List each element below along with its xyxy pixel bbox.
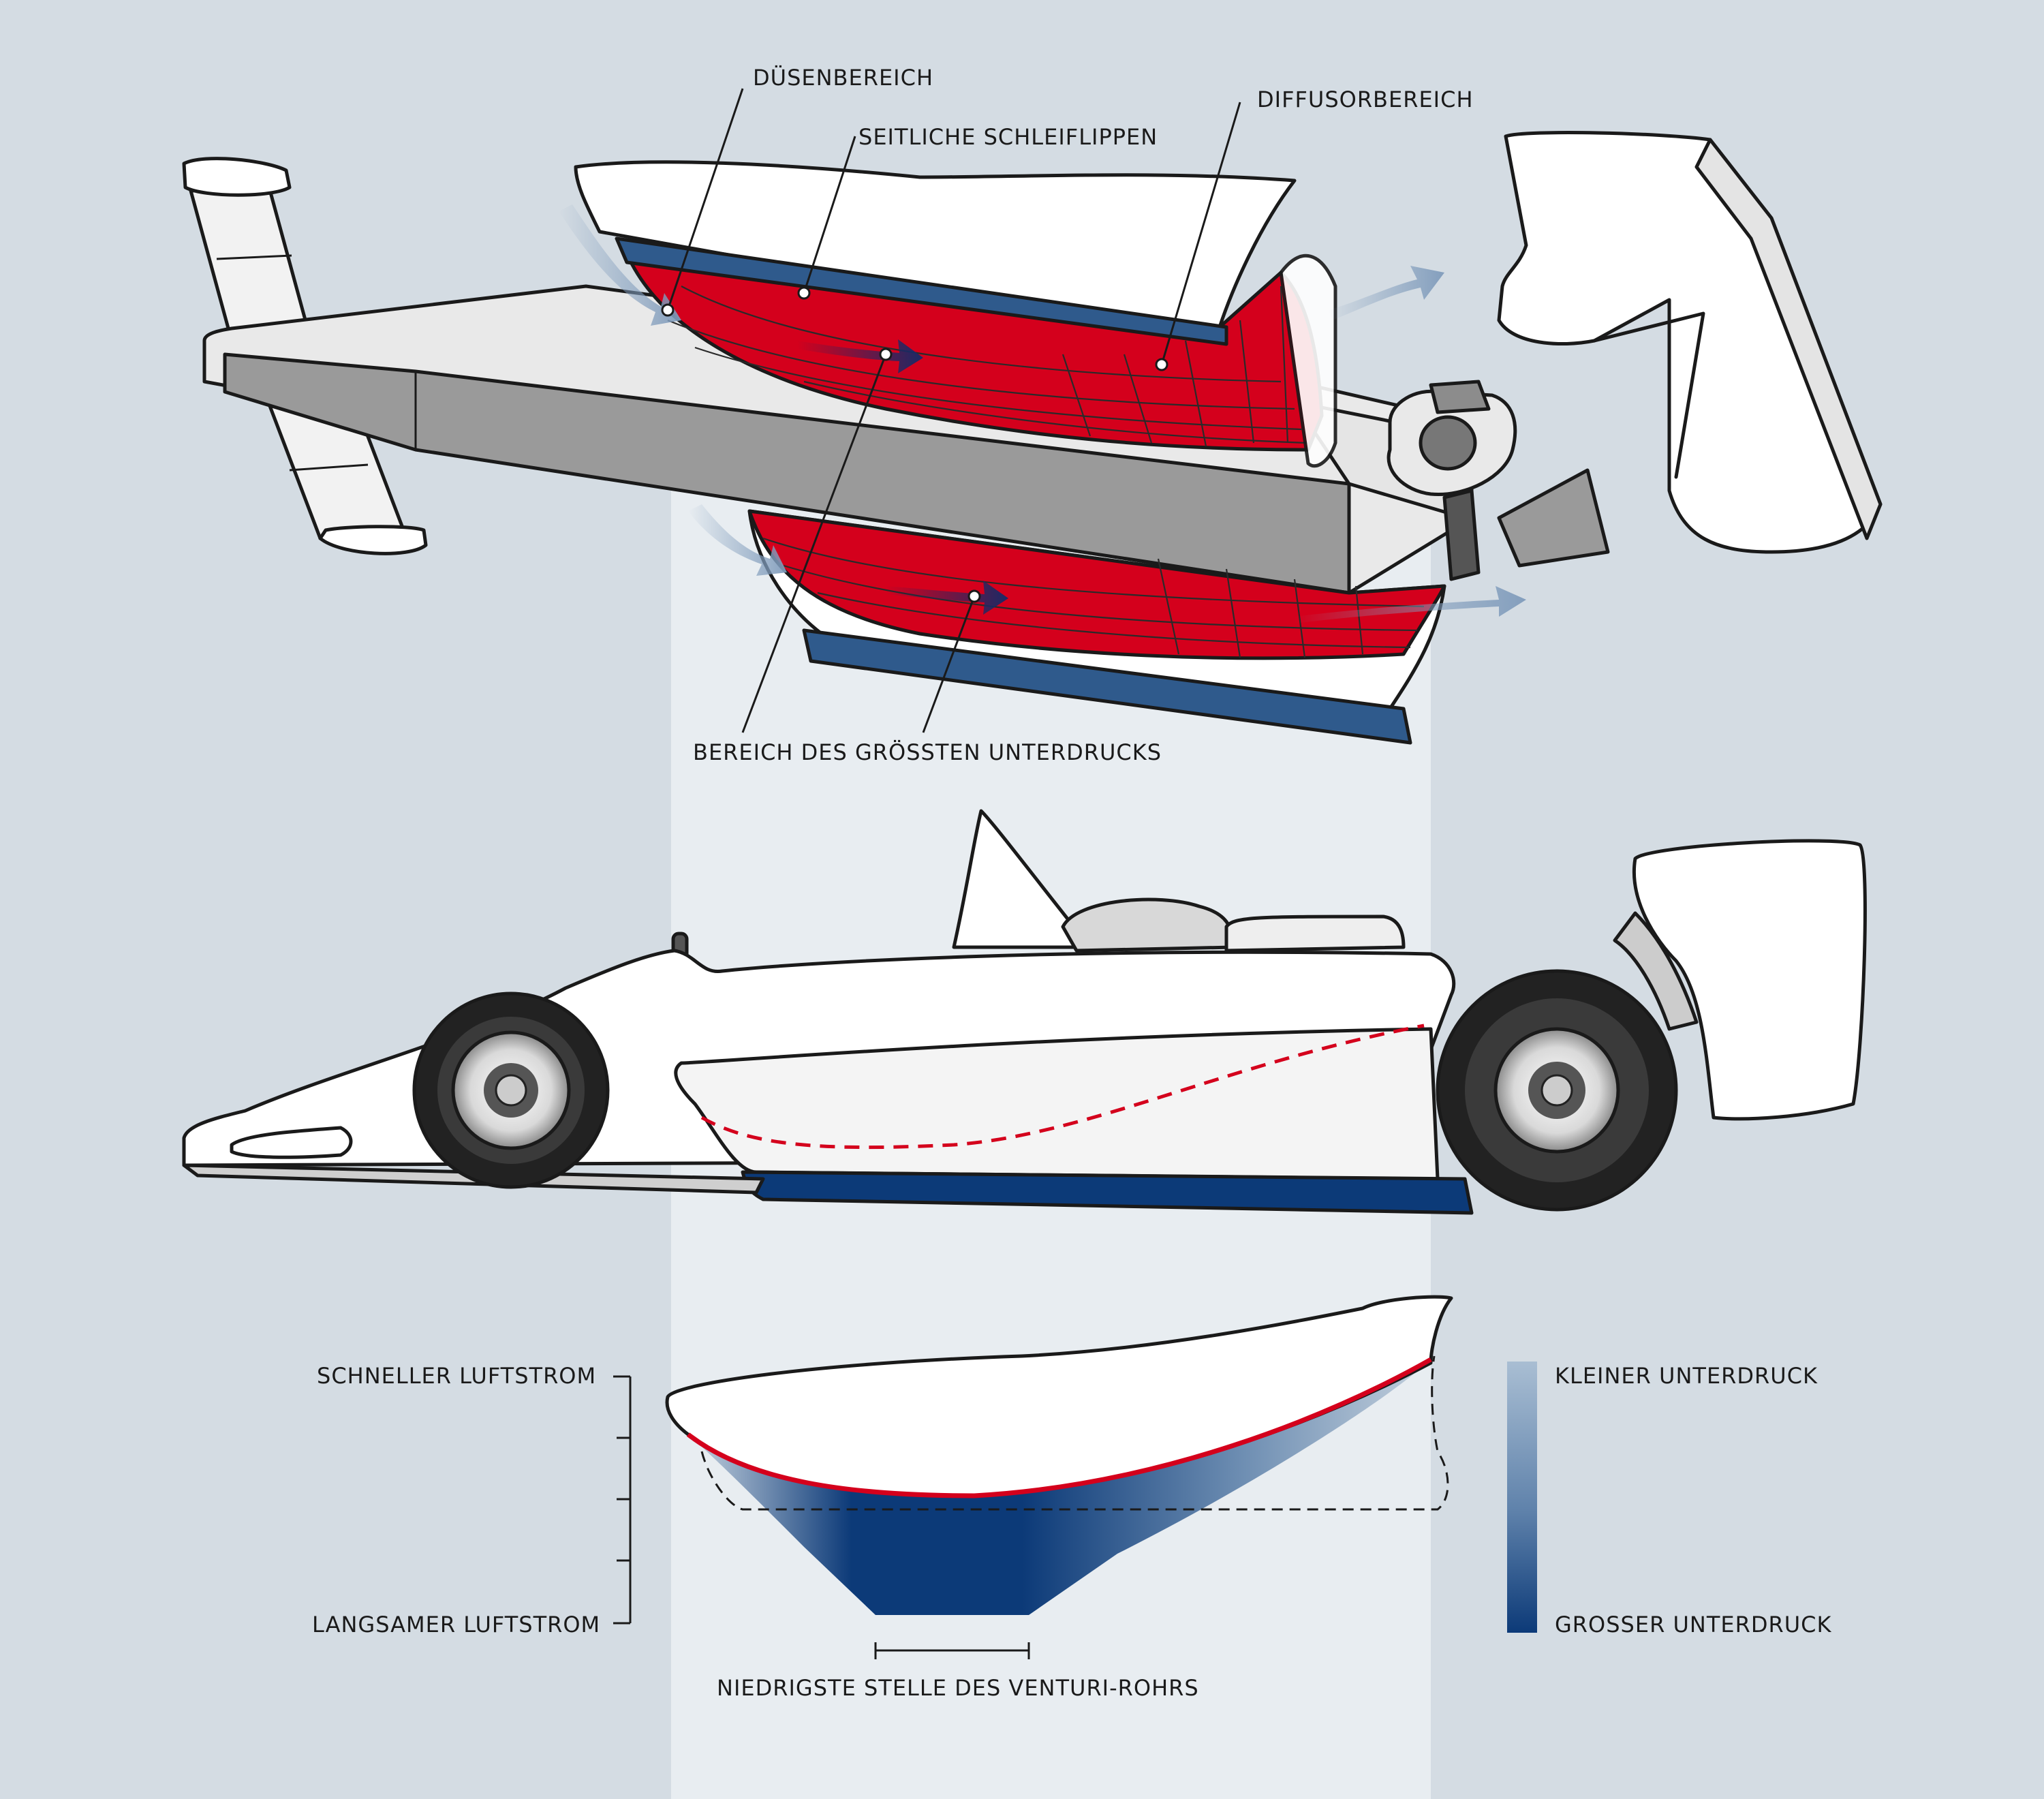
- pressure-legend-bar: [1507, 1362, 1537, 1633]
- label-venturi-throat: NIEDRIGSTE STELLE DES VENTURI-ROHRS: [717, 1675, 1199, 1701]
- label-fast-airflow: SCHNELLER LUFTSTROM: [317, 1363, 596, 1389]
- lower-venturi-tunnel: [747, 509, 1446, 745]
- upper-venturi-tunnel: [574, 160, 1337, 468]
- rear-wing: [1497, 131, 1883, 554]
- airflow-arrows: [559, 204, 1526, 624]
- lower-low-pressure-surface: [747, 509, 1446, 660]
- venturi-profile: [665, 1295, 1453, 1659]
- label-max-low-pressure: BEREICH DES GRÖSSTEN UNTERDRUCKS: [693, 739, 1162, 765]
- annotations-top: [661, 88, 1241, 733]
- front-wing-upper: [182, 157, 312, 343]
- car-side-view: [182, 809, 1867, 1215]
- label-diffuser-area: DIFFUSORBEREICH: [1257, 87, 1474, 112]
- rear-wheel: [1436, 969, 1678, 1212]
- upper-side-skirt: [615, 236, 1228, 346]
- label-slow-airflow: LANGSAMER LUFTSTROM: [312, 1612, 600, 1637]
- airflow-speed-scale: [613, 1375, 632, 1625]
- label-nozzle-area: DÜSENBEREICH: [753, 65, 933, 91]
- label-side-skirts: SEITLICHE SCHLEIFLIPPEN: [858, 124, 1158, 150]
- car-underside-view: [182, 88, 1883, 745]
- lower-side-skirt: [802, 628, 1412, 745]
- front-wheel: [412, 991, 610, 1189]
- label-small-low-pressure: KLEINER UNTERDRUCK: [1555, 1363, 1818, 1389]
- label-large-low-pressure: GROSSER UNTERDRUCK: [1555, 1612, 1831, 1637]
- gearbox: [1387, 380, 1610, 581]
